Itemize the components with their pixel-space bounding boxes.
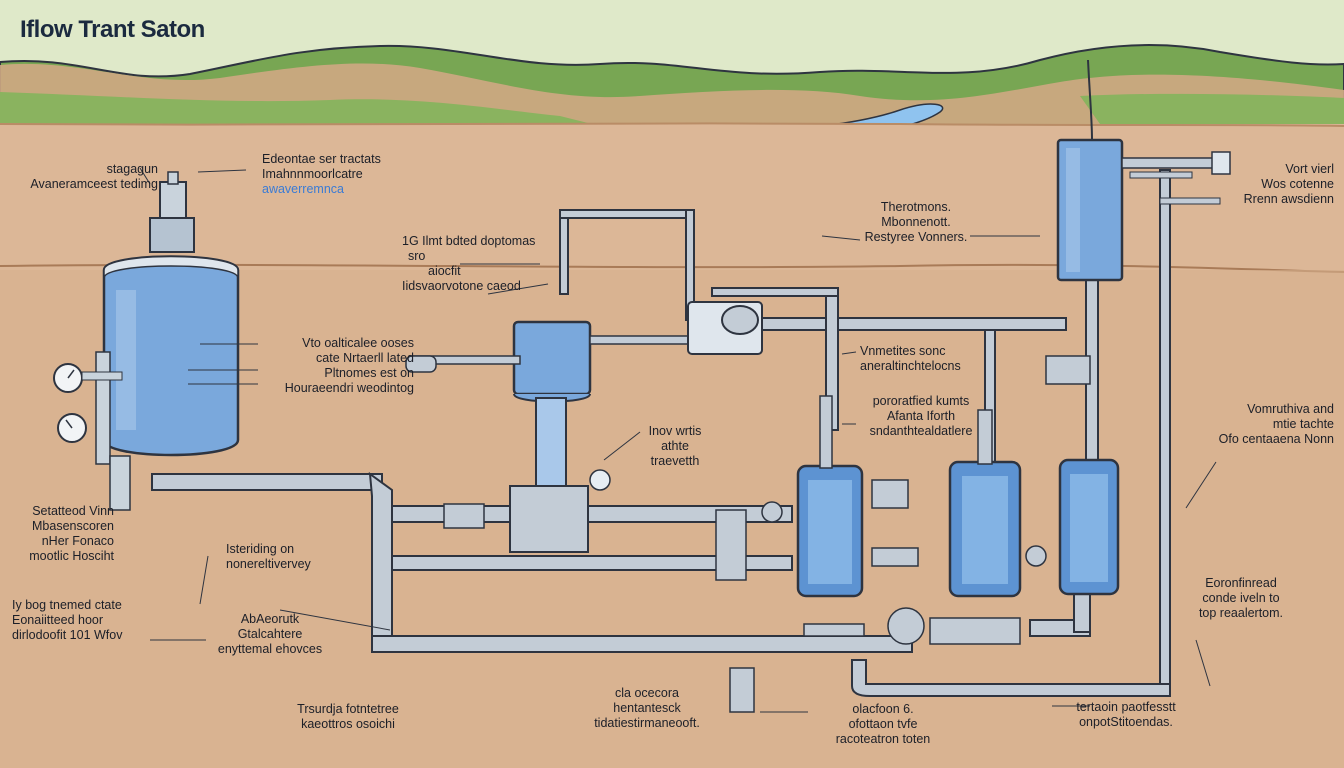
label-text: Wos cotenne — [1261, 177, 1334, 191]
label-text: athte — [661, 439, 689, 453]
label-group-13: Iy bog tnemed ctate Eonaiitteed hoor dir… — [12, 598, 122, 643]
pressure-gauges — [53, 363, 123, 443]
label-text: traevetth — [650, 454, 700, 468]
label-group-1: stagagun Avaneramceest tedimg — [8, 162, 158, 192]
label-text: Ofo centaaena Nonn — [1218, 432, 1334, 446]
label-group-2: Edeontae ser tractats Imahnnmoorlcatre a… — [262, 152, 381, 197]
label-text: Gtalcahtere — [237, 627, 303, 641]
label-text: stagagun — [106, 162, 158, 176]
label-text: nHer Fonaco — [41, 534, 114, 548]
label-group-9: Inov wrtis athte traevetth — [632, 424, 718, 469]
label-text: olacfoon 6. — [852, 702, 914, 716]
valves — [405, 355, 1091, 713]
label-text: tidatiestirmaneooft. — [594, 716, 700, 730]
label-group-16: Trsurdja fotntetree kaeottros osoichi — [278, 702, 418, 732]
label-text: Therotmons. — [880, 200, 952, 214]
label-text: 1G Ilmt bdted doptomas — [402, 234, 536, 248]
meadow — [0, 92, 600, 126]
label-text: sro — [408, 249, 426, 263]
label-group-11: Setatteod Vinn Mbasenscoren nHer Fonaco … — [4, 504, 114, 564]
label-text: mtie tachte — [1272, 417, 1334, 431]
label-text: Houraeendri weodintog — [284, 381, 414, 395]
label-text: Vnmetites sonc — [860, 344, 946, 358]
label-group-10: Vomruthiva and mtie tachte Ofo centaaena… — [1196, 402, 1334, 447]
label-text: Eonaiitteed hoor — [12, 613, 104, 627]
earth-stratum — [0, 263, 1344, 273]
label-text: Pltnomes est on — [324, 366, 414, 380]
label-group-5: 1G Ilmt bdted doptomas sro aiocfit Iidsv… — [402, 234, 535, 294]
label-text: sndanthtealdatlere — [869, 424, 973, 438]
label-text: cate Nrtaerll lated — [316, 351, 414, 365]
label-text: Mbonnenott. — [881, 215, 951, 229]
label-text: awaverremnca — [262, 182, 344, 196]
label-text: Vort vierl — [1285, 162, 1334, 176]
label-text: cla ocecora — [615, 686, 679, 700]
label-text: Iy bog tnemed ctate — [12, 598, 122, 612]
label-text: conde iveln to — [1202, 591, 1280, 605]
label-group-4: Vort vierl Wos cotenne Rrenn awsdienn — [1220, 162, 1334, 207]
label-text: mootlic Hosciht — [29, 549, 114, 563]
filter-column-3 — [1058, 458, 1120, 596]
label-text: kaeottros osoichi — [301, 717, 395, 731]
pump-unit — [687, 301, 763, 355]
label-text: Rrenn awsdienn — [1243, 192, 1334, 206]
label-text: Eoronfinread — [1205, 576, 1277, 590]
center-filter-vessel — [409, 320, 751, 553]
label-group-8: pororatfied kumts Afanta Iforth sndantht… — [856, 394, 986, 439]
diagram-title: Iflow Trant Saton — [20, 16, 205, 43]
label-text: Avaneramceest tedimg — [30, 177, 158, 191]
label-text: tertaoin paotfesstt — [1076, 700, 1176, 714]
label-group-18: olacfoon 6. ofottaon tvfe racoteatron to… — [820, 702, 946, 747]
label-text: Mbasenscoren — [32, 519, 114, 533]
label-text: Restyree Vonners. — [864, 230, 968, 244]
label-text: racoteatron toten — [835, 732, 931, 746]
leader-lines — [139, 167, 1217, 713]
label-text: onpotStitoendas. — [1079, 715, 1173, 729]
label-text: Afanta Iforth — [886, 409, 956, 423]
label-group-14: AbAeorutk Gtalcahtere enyttemal ehovces — [206, 612, 334, 657]
earth-horizon — [0, 122, 1344, 127]
label-text: dirlodoofit 101 Wfov — [12, 628, 123, 642]
label-group-3: Therotmons. Mbonnenott. Restyree Vonners… — [860, 200, 972, 245]
label-text: aneraltinchtelocns — [860, 359, 961, 373]
label-text: hentantesck — [613, 701, 681, 715]
label-text: Trsurdja fotntetree — [297, 702, 399, 716]
elevated-tank — [1056, 59, 1231, 282]
label-text: nonereltivervey — [226, 557, 311, 571]
label-text: Edeontae ser tractats — [262, 152, 381, 166]
label-text: Vomruthiva and — [1247, 402, 1334, 416]
label-text: Inov wrtis — [648, 424, 702, 438]
label-text: AbAeorutk — [240, 612, 300, 626]
filter-column-2 — [948, 409, 1047, 598]
label-text: Vto oalticalee ooses — [302, 336, 414, 350]
meadow-right — [1080, 93, 1344, 124]
filter-column-1 — [796, 395, 864, 598]
left-storage-tank — [95, 171, 240, 511]
label-text: Isteriding on — [226, 542, 295, 556]
label-text: enyttemal ehovces — [217, 642, 323, 656]
label-group-12: Isteriding on nonereltivervey — [226, 542, 311, 572]
label-group-7: Vnmetites sonc aneraltinchtelocns — [860, 344, 961, 374]
label-group-17: cla ocecora hentantesck tidatiestirmaneo… — [572, 686, 722, 731]
label-text: ofottaon tvfe — [848, 717, 918, 731]
label-group-6: Vto oalticalee ooses cate Nrtaerll lated… — [244, 336, 414, 396]
label-group-19: tertaoin paotfesstt onpotStitoendas. — [1046, 700, 1206, 730]
label-text: Imahnnmoorlcatre — [262, 167, 363, 181]
label-group-15: Eoronfinread conde iveln to top reaalert… — [1186, 576, 1296, 621]
label-text: aiocfit — [428, 264, 461, 278]
pipe-network — [151, 169, 1171, 697]
label-text: Setatteod Vinn — [32, 504, 114, 518]
label-text: top reaalertom. — [1198, 606, 1284, 620]
label-text: Iidsvaorvotone caeod — [402, 279, 521, 293]
label-text: pororatfied kumts — [872, 394, 970, 408]
